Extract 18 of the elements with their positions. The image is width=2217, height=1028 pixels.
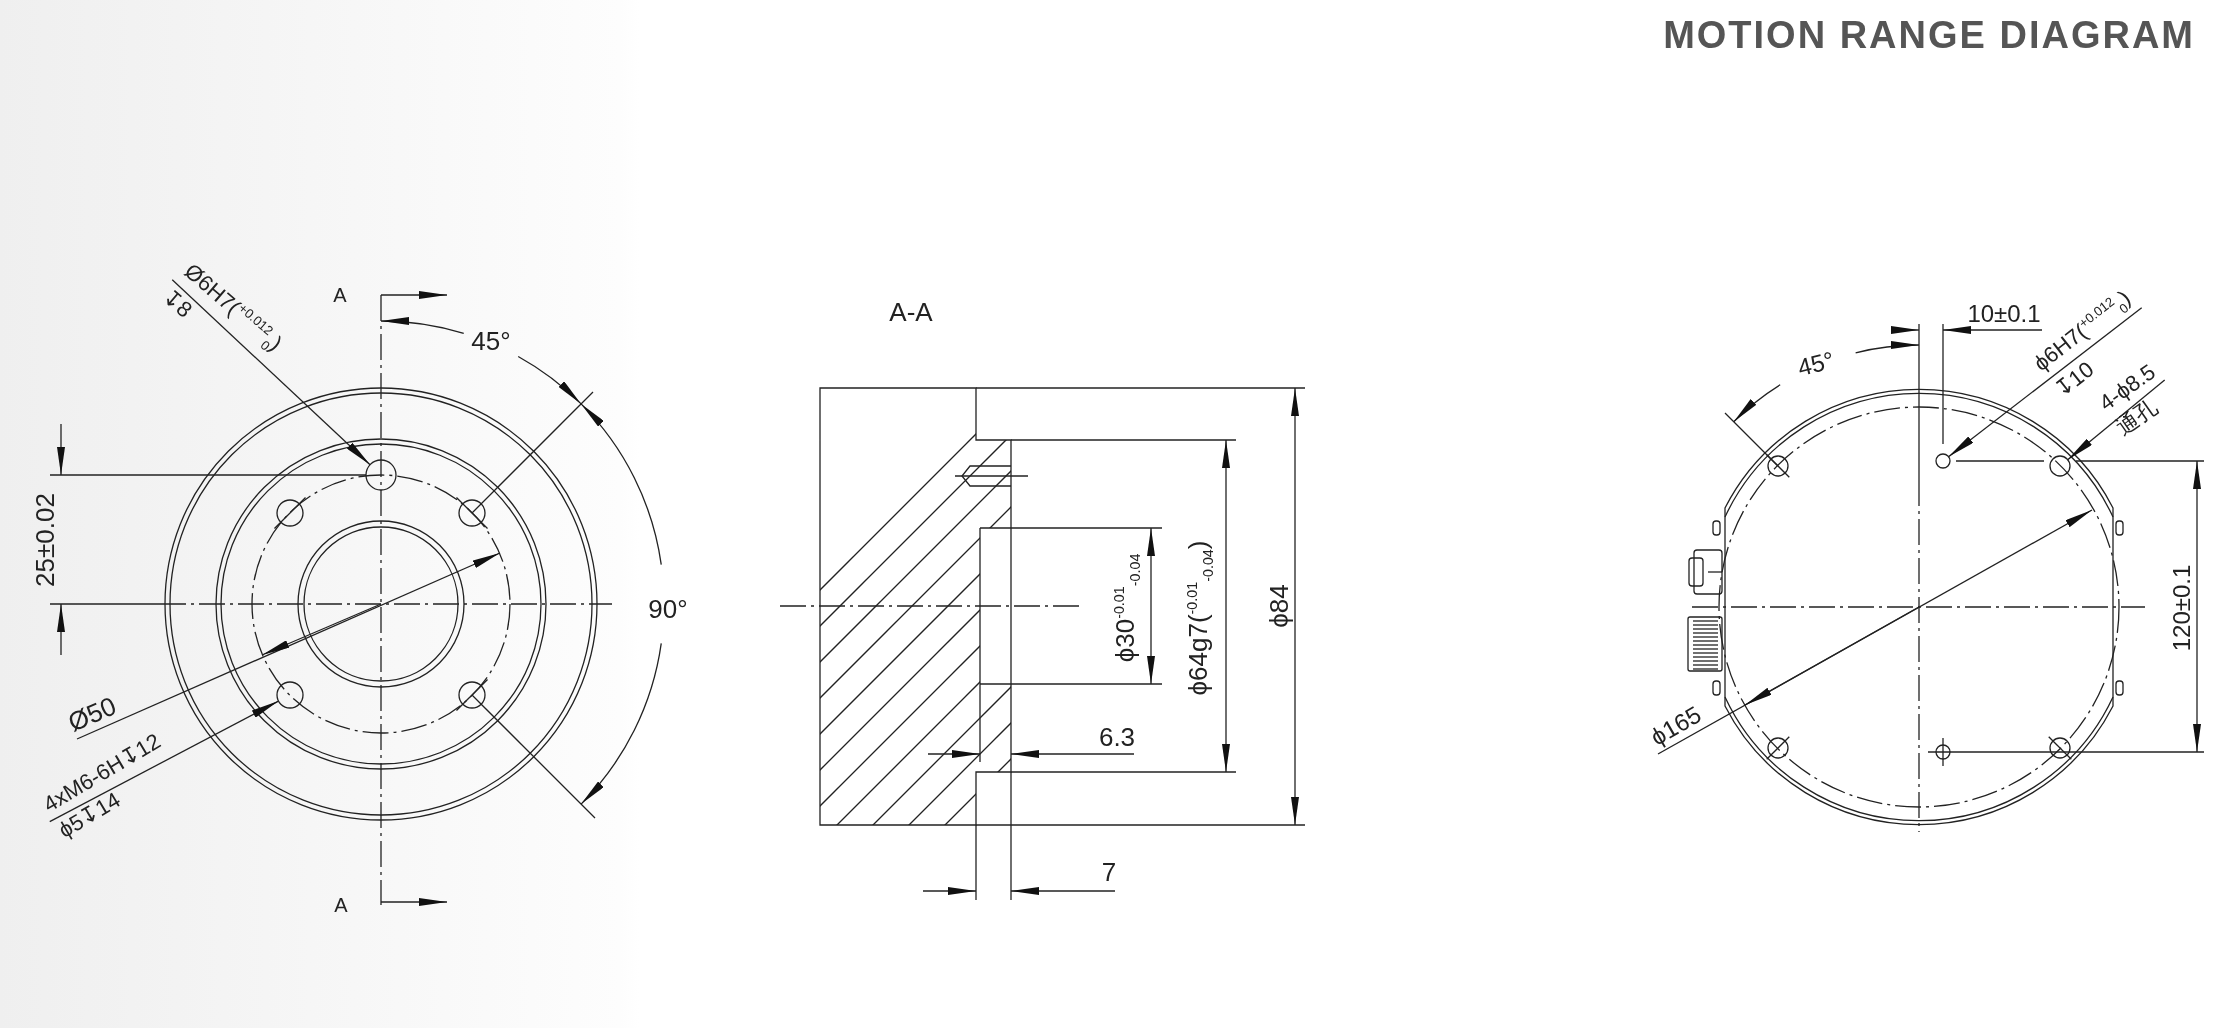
dimension-text: 45° bbox=[471, 328, 511, 354]
dimension-text: 45° bbox=[1795, 347, 1837, 381]
dimension-text: 90° bbox=[648, 596, 688, 622]
leader-line bbox=[1947, 307, 2143, 458]
leader-line bbox=[171, 279, 371, 466]
dimension-text: 25±0.02 bbox=[32, 493, 58, 587]
section-label: A bbox=[334, 895, 348, 915]
view-label: A-A bbox=[889, 299, 933, 325]
dimension-text: 6.3 bbox=[1098, 724, 1136, 750]
leader-line bbox=[2067, 379, 2166, 461]
dimension-text: 120±0.1 bbox=[2170, 564, 2194, 652]
title: MOTION RANGE DIAGRAM bbox=[1663, 14, 2195, 57]
dimension-text: Ø50 bbox=[64, 692, 120, 736]
section-label: A bbox=[333, 285, 347, 305]
leader-line bbox=[49, 700, 280, 823]
dimension-text: ϕ84 bbox=[1266, 584, 1292, 628]
dimension-text: 7 bbox=[1101, 859, 1117, 885]
dimension-text: 10±0.1 bbox=[1967, 302, 2041, 326]
